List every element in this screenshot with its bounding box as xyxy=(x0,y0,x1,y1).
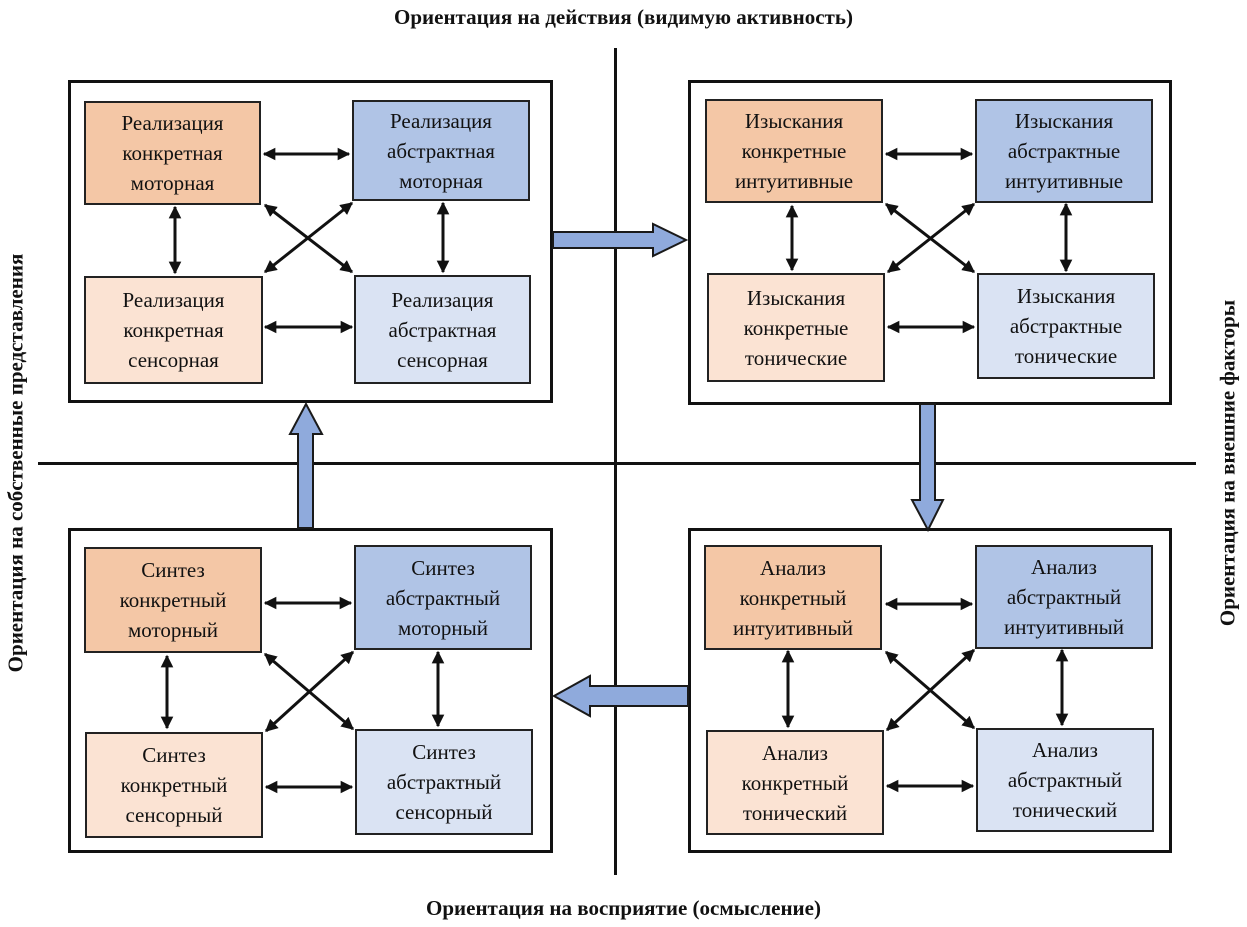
horizontal-axis-line xyxy=(38,462,1196,465)
node-analysis-concrete-intuitive: Анализ конкретный интуитивный xyxy=(704,545,882,650)
node-line: Синтез xyxy=(412,740,476,764)
axis-title-bottom: Ориентация на восприятие (осмысление) xyxy=(426,896,821,920)
node-line: Изыскания xyxy=(746,285,846,310)
node-line: интуитивные xyxy=(734,169,854,193)
node-analysis-abstract-intuitive: Анализ абстрактный интуитивный xyxy=(975,545,1153,649)
node-line: Синтез xyxy=(142,743,206,767)
node-line: Синтез xyxy=(141,558,205,582)
node-line: Анализ xyxy=(762,740,828,765)
node-line: тонический xyxy=(1012,798,1118,822)
node-line: сенсорный xyxy=(125,803,223,827)
node-line: конкретная xyxy=(122,141,223,165)
node-line: тонический xyxy=(742,800,848,825)
node-line: абстрактный xyxy=(386,770,502,794)
node-line: Анализ xyxy=(1031,555,1097,579)
node-line: абстрактный xyxy=(1007,768,1123,792)
node-line: тонические xyxy=(1014,344,1118,368)
node-line: Реализация xyxy=(121,111,224,135)
node-line: Реализация xyxy=(391,287,494,312)
node-line: моторная xyxy=(130,171,215,195)
vertical-axis-line xyxy=(614,48,617,875)
node-line: абстрактный xyxy=(385,585,501,610)
node-line: Изыскания xyxy=(1016,284,1116,308)
node-line: сенсорная xyxy=(397,347,488,372)
node-line: тонические xyxy=(744,345,848,370)
node-synthesis-concrete-sensory: Синтез конкретный сенсорный xyxy=(85,732,263,838)
node-realization-concrete-motor: Реализация конкретная моторная xyxy=(84,101,261,205)
node-search-concrete-intuitive: Изыскания конкретные интуитивные xyxy=(705,99,883,203)
node-line: интуитивный xyxy=(732,615,854,640)
node-analysis-abstract-tonic: Анализ абстрактный тонический xyxy=(976,728,1154,832)
node-realization-concrete-sensory: Реализация конкретная сенсорная xyxy=(84,276,263,384)
node-line: конкретный xyxy=(741,770,849,795)
node-search-concrete-tonic: Изыскания конкретные тонические xyxy=(707,273,885,382)
node-line: Анализ xyxy=(1032,738,1098,762)
node-realization-abstract-sensory: Реализация абстрактная сенсорная xyxy=(354,275,531,384)
node-realization-abstract-motor: Реализация абстрактная моторная xyxy=(352,100,530,201)
node-synthesis-abstract-motor: Синтез абстрактный моторный xyxy=(354,545,532,650)
axis-title-left: Ориентация на собственные представления xyxy=(3,253,28,673)
node-line: абстрактные xyxy=(1009,314,1123,338)
node-line: Реализация xyxy=(390,108,492,133)
node-line: абстрактные xyxy=(1007,139,1121,163)
axis-title-right: Ориентация на внешние факторы xyxy=(1215,299,1240,627)
node-synthesis-concrete-motor: Синтез конкретный моторный xyxy=(84,547,262,653)
node-line: конкретный xyxy=(119,588,227,612)
node-line: конкретная xyxy=(123,318,224,342)
node-line: Синтез xyxy=(411,555,475,580)
node-line: моторный xyxy=(128,618,218,642)
node-line: абстрактная xyxy=(388,317,497,342)
node-line: конкретные xyxy=(743,315,849,340)
node-line: интуитивный xyxy=(1003,615,1125,639)
node-line: конкретный xyxy=(120,773,228,797)
node-line: абстрактная xyxy=(387,138,495,163)
node-search-abstract-intuitive: Изыскания абстрактные интуитивные xyxy=(975,99,1153,203)
node-line: конкретные xyxy=(741,139,847,163)
node-line: абстрактный xyxy=(1006,585,1122,609)
node-line: сенсорный xyxy=(395,800,493,824)
node-line: моторный xyxy=(398,615,488,640)
node-line: Реализация xyxy=(122,288,225,312)
flow-arrow-left xyxy=(551,674,689,718)
node-search-abstract-tonic: Изыскания абстрактные тонические xyxy=(977,273,1155,379)
node-line: Изыскания xyxy=(1014,109,1114,133)
flow-arrow-down xyxy=(910,403,945,533)
node-line: Изыскания xyxy=(744,109,844,133)
flow-arrow-up xyxy=(288,401,324,529)
node-line: моторная xyxy=(399,168,483,193)
node-line: Анализ xyxy=(760,555,826,580)
node-line: интуитивные xyxy=(1004,169,1124,193)
node-analysis-concrete-tonic: Анализ конкретный тонический xyxy=(706,730,884,835)
node-line: конкретный xyxy=(739,585,847,610)
node-line: сенсорная xyxy=(128,348,219,372)
flow-arrow-right xyxy=(552,222,689,258)
node-synthesis-abstract-sensory: Синтез абстрактный сенсорный xyxy=(355,729,533,835)
axis-title-top: Ориентация на действия (видимую активнос… xyxy=(394,5,853,29)
